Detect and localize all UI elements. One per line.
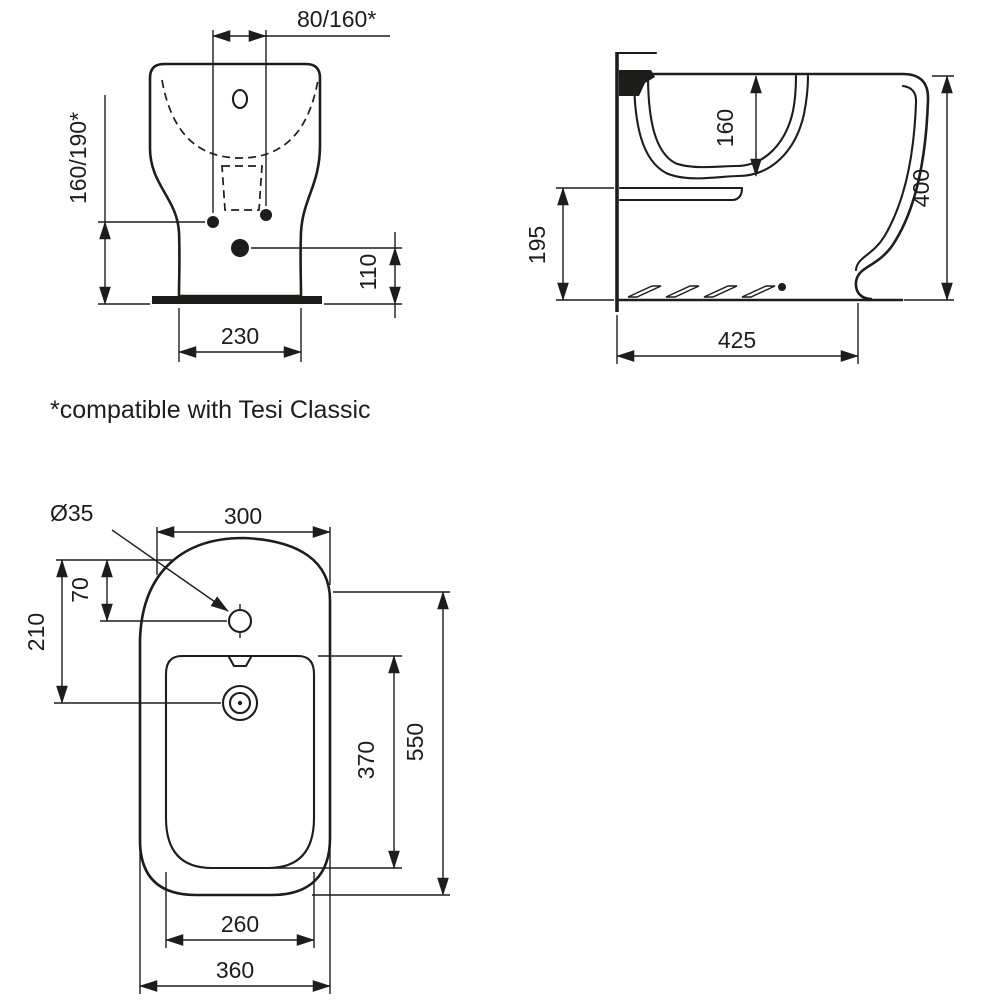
dim-plan-length: 550 bbox=[312, 591, 450, 896]
dim-plan-drain-offset: 210 bbox=[23, 559, 221, 704]
front-fixing-hole-left bbox=[207, 216, 219, 228]
dim-label-front-hole-spacing: 80/160* bbox=[297, 6, 376, 32]
plan-drain-inner bbox=[228, 691, 252, 715]
side-floor-details bbox=[627, 285, 776, 298]
front-fixing-hole-right bbox=[260, 209, 272, 221]
dim-label-side-depth: 425 bbox=[718, 327, 756, 353]
front-drain-hidden-box bbox=[221, 165, 263, 211]
dim-plan-top-width: 300 bbox=[156, 503, 331, 585]
dim-label-side-height: 400 bbox=[908, 169, 934, 207]
plan-drain-outer bbox=[221, 684, 259, 722]
side-rim-channel bbox=[618, 186, 744, 202]
dim-label-plan-hole-offset: 70 bbox=[67, 577, 93, 603]
dim-label-plan-width: 360 bbox=[216, 957, 254, 983]
side-drain-dot bbox=[778, 283, 786, 291]
side-bowl-inner-line-1 bbox=[632, 72, 810, 180]
dim-label-side-rim-to-bowl: 160 bbox=[712, 109, 738, 147]
dim-label-front-outlet-height: 110 bbox=[355, 254, 381, 291]
bidet-front-outline bbox=[148, 62, 322, 298]
dim-label-plan-hole-diameter: Ø35 bbox=[50, 500, 93, 526]
dim-label-plan-bowl-width: 260 bbox=[221, 911, 259, 937]
dim-label-front-height-options: 160/190* bbox=[65, 112, 91, 204]
front-base-plate bbox=[152, 296, 322, 304]
dim-plan-hole-diameter: Ø35 bbox=[50, 500, 229, 612]
side-bowl-inner-line-2 bbox=[646, 72, 798, 169]
dim-front-height-options: 160/190* bbox=[65, 95, 205, 305]
dim-plan-bowl-width: 260 bbox=[165, 872, 315, 948]
dim-front-hole-spacing: 80/160* bbox=[212, 6, 390, 213]
side-view: 160 400 195 425 bbox=[524, 51, 954, 364]
dim-front-outlet-height: 110 bbox=[251, 232, 402, 318]
dim-label-plan-drain-offset: 210 bbox=[23, 613, 49, 651]
dim-label-plan-top-width: 300 bbox=[224, 503, 262, 529]
dim-side-rim-to-bowl: 160 bbox=[712, 75, 762, 177]
plan-bowl-outline bbox=[164, 654, 316, 870]
dim-side-depth: 425 bbox=[616, 303, 859, 364]
compatibility-note: *compatible with Tesi Classic bbox=[50, 396, 371, 424]
wall-fixing-bracket bbox=[619, 70, 655, 96]
dim-side-height: 400 bbox=[904, 75, 954, 301]
front-tap-hole bbox=[231, 88, 249, 110]
plan-tap-hole bbox=[227, 608, 253, 634]
dim-label-plan-length: 550 bbox=[402, 723, 428, 761]
bidet-side-outline bbox=[618, 72, 930, 301]
dim-label-plan-bowl-length: 370 bbox=[353, 741, 379, 779]
plan-spout-notch bbox=[227, 655, 253, 668]
side-front-inner-line bbox=[854, 84, 918, 272]
dim-label-side-inlet-height: 195 bbox=[524, 226, 550, 264]
front-view: 80/160* 160/190* 110 230 bbox=[65, 6, 402, 362]
leader-line bbox=[111, 529, 229, 612]
bidet-plan-outline bbox=[138, 536, 332, 897]
dim-plan-hole-offset: 70 bbox=[56, 559, 227, 622]
dim-front-base-width: 230 bbox=[178, 308, 302, 362]
dim-label-front-base-width: 230 bbox=[221, 323, 259, 349]
front-bowl-rim-hidden-line bbox=[161, 79, 319, 159]
plan-view: Ø35 300 70 210 370 bbox=[23, 500, 450, 994]
plan-drain-center bbox=[237, 700, 243, 706]
dim-side-inlet-height: 195 bbox=[524, 187, 614, 301]
front-water-inlet-hole bbox=[231, 239, 249, 257]
dim-plan-width: 360 bbox=[139, 845, 331, 994]
dim-plan-bowl-length: 370 bbox=[272, 655, 402, 869]
